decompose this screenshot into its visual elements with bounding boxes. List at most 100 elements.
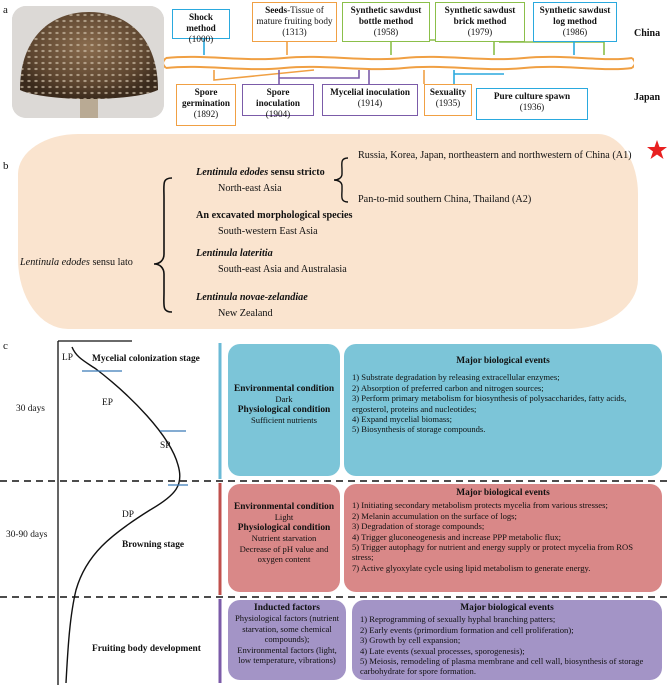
event-year: (1958): [373, 27, 399, 37]
event-item: 3) Perform primary metabolism for biosyn…: [352, 393, 627, 414]
country-label-china: China: [634, 28, 661, 39]
cond-line: Physiological condition: [237, 522, 331, 533]
event-title-bold: Seeds: [265, 5, 288, 15]
cond-line: Sufficient nutrients: [251, 415, 317, 426]
event-box-spore-inoculation: Spore inoculation (1904): [242, 84, 314, 119]
branch-sensu-stricto: Lentinula edodes sensu stricto: [196, 167, 325, 178]
event-box-brick-method: Synthetic sawdust brick method (1979): [435, 2, 525, 42]
cond-line: Dark: [275, 394, 293, 405]
event-year: (1313): [282, 27, 307, 37]
events-title: Major biological events: [456, 356, 550, 366]
mushroom-photo: [12, 6, 164, 118]
cond-line: Physiological condition: [237, 404, 331, 415]
event-title: Sexuality: [429, 87, 467, 97]
stage-time-browning: 30-90 days: [6, 530, 48, 540]
panel-c-letter: c: [3, 340, 8, 352]
event-year: (1892): [193, 109, 219, 119]
panel-b-background: [18, 134, 638, 329]
event-year: (1979): [467, 27, 493, 37]
event-year: (1914): [357, 98, 383, 108]
events-title: Major biological events: [456, 488, 550, 498]
event-item: 3) Degradation of storage compounds;: [352, 521, 485, 532]
event-title: Synthetic sawdust brick method: [444, 5, 516, 26]
event-title: Synthetic sawdust bottle method: [350, 5, 422, 26]
branch-excavated-species: An excavated morphological species: [196, 210, 353, 221]
branch-region: South-east Asia and Australasia: [218, 264, 347, 275]
event-item: 4) Expand mycelial biomass;: [352, 414, 452, 425]
root-taxon-italic: Lentinula edodes: [20, 257, 90, 268]
curve-label-sp: SP: [160, 441, 171, 451]
cond-line: Physiological factors (nutrient starvati…: [234, 613, 340, 645]
condition-box-mycelial: Environmental condition Dark Physiologic…: [228, 344, 340, 476]
cond-line: Environmental factors (light, low temper…: [237, 644, 337, 666]
cond-line: Inducted factors: [254, 603, 320, 613]
curve-label-lp: LP: [62, 353, 73, 363]
root-taxon: Lentinula edodes sensu lato: [20, 257, 133, 268]
country-label-japan: Japan: [634, 92, 661, 103]
event-year: (1986): [562, 27, 588, 37]
event-item: 5) Meiosis, remodeling of plasma membran…: [360, 656, 644, 677]
event-item: 4) Trigger gluconeogenesis and increase …: [352, 531, 561, 542]
event-box-spore-germination: Spore germination (1892): [176, 84, 236, 126]
cond-line: Environmental condition: [233, 502, 335, 512]
event-title: Pure culture spawn: [493, 91, 571, 101]
event-item: 2) Absorption of preferred carbon and ni…: [352, 382, 544, 393]
stage-name-mycelial: Mycelial colonization stage: [92, 354, 200, 364]
event-year: (1936): [519, 102, 545, 112]
subgroup-a2: Pan-to-mid southern China, Thailand (A2): [358, 194, 532, 205]
event-item: 2) Melanin accumulation on the surface o…: [352, 510, 517, 521]
cond-line: Light: [274, 512, 294, 523]
branch-name-italic: Lentinula novae-zelandiae: [196, 292, 308, 303]
event-item: 1) Initiating secondary metabolism prote…: [352, 500, 608, 511]
events-box-fruiting: Major biological events 1) Reprogramming…: [352, 600, 662, 680]
branch-name-rest: sensu stricto: [268, 167, 325, 178]
event-box-shock-method: Shock method (1000): [172, 9, 230, 44]
branch-name-italic: Lentinula edodes: [196, 167, 269, 178]
event-item: 5) Trigger autophagy for nutrient and en…: [352, 542, 633, 563]
stage-name-browning: Browning stage: [122, 540, 185, 550]
panel-b-letter: b: [3, 160, 9, 172]
event-box-pure-culture-spawn: Pure culture spawn (1936): [476, 88, 588, 120]
subgroup-a1: Russia, Korea, Japan, northeastern and n…: [358, 150, 632, 161]
event-box-bottle-method: Synthetic sawdust bottle method (1958): [342, 2, 430, 42]
event-year: (1935): [435, 98, 461, 108]
event-box-sexuality: Sexuality (1935): [424, 84, 472, 116]
event-item: 2) Early events (primordium formation an…: [360, 624, 574, 635]
event-item: 7) Active glyoxylate cycle using lipid m…: [352, 562, 591, 573]
event-title: Shock method: [186, 12, 216, 33]
event-box-seeds: Seeds-Tissue of mature fruiting body (13…: [252, 2, 337, 42]
stage-name-fruiting: Fruiting body development: [92, 644, 201, 654]
timeline-rope: [164, 55, 634, 71]
branch-region: South-western East Asia: [218, 226, 318, 237]
branch-region: North-east Asia: [218, 183, 282, 194]
event-title: Spore germination: [182, 87, 230, 108]
events-box-mycelial: Major biological events 1) Substrate deg…: [344, 344, 662, 476]
event-box-mycelial-inoculation: Mycelial inoculation (1914): [322, 84, 418, 116]
event-item: 3) Growth by cell expansion;: [360, 635, 461, 646]
event-item: 4) Late events (sexual processes, sporog…: [360, 645, 525, 656]
panel-a-letter: a: [3, 4, 8, 16]
event-item: 5) Biosynthesis of storage compounds.: [352, 424, 486, 435]
condition-box-fruiting: Inducted factors Physiological factors (…: [228, 600, 346, 680]
branch-lateritia: Lentinula lateritia: [196, 248, 273, 259]
event-year: (1904): [265, 109, 291, 119]
taxonomy-braces: [153, 140, 667, 313]
cond-line: Environmental condition: [233, 384, 335, 394]
branch-name-italic: Lentinula lateritia: [196, 248, 273, 259]
branch-novae-zelandiae: Lentinula novae-zelandiae: [196, 292, 308, 303]
curve-label-ep: EP: [102, 398, 113, 408]
event-item: 1) Reprogramming of sexually hyphal bran…: [360, 614, 556, 625]
stage-time-mycelial: 30 days: [16, 404, 45, 414]
events-title: Major biological events: [460, 603, 554, 613]
curve-label-dp: DP: [122, 510, 134, 520]
event-item: 1) Substrate degradation by releasing ex…: [352, 372, 560, 383]
event-year: (1000): [188, 34, 214, 44]
branch-region: New Zealand: [218, 308, 273, 319]
cond-line: Decrease of pH value and oxygen content: [239, 543, 329, 565]
cond-line: Nutrient starvation: [251, 533, 317, 544]
event-title: Spore inoculation: [256, 87, 300, 108]
root-taxon-rest: sensu lato: [89, 257, 133, 268]
event-box-log-method: Synthetic sawdust log method (1986): [533, 2, 617, 42]
event-title: Mycelial inoculation: [330, 87, 410, 97]
event-title: Synthetic sawdust log method: [539, 5, 611, 26]
